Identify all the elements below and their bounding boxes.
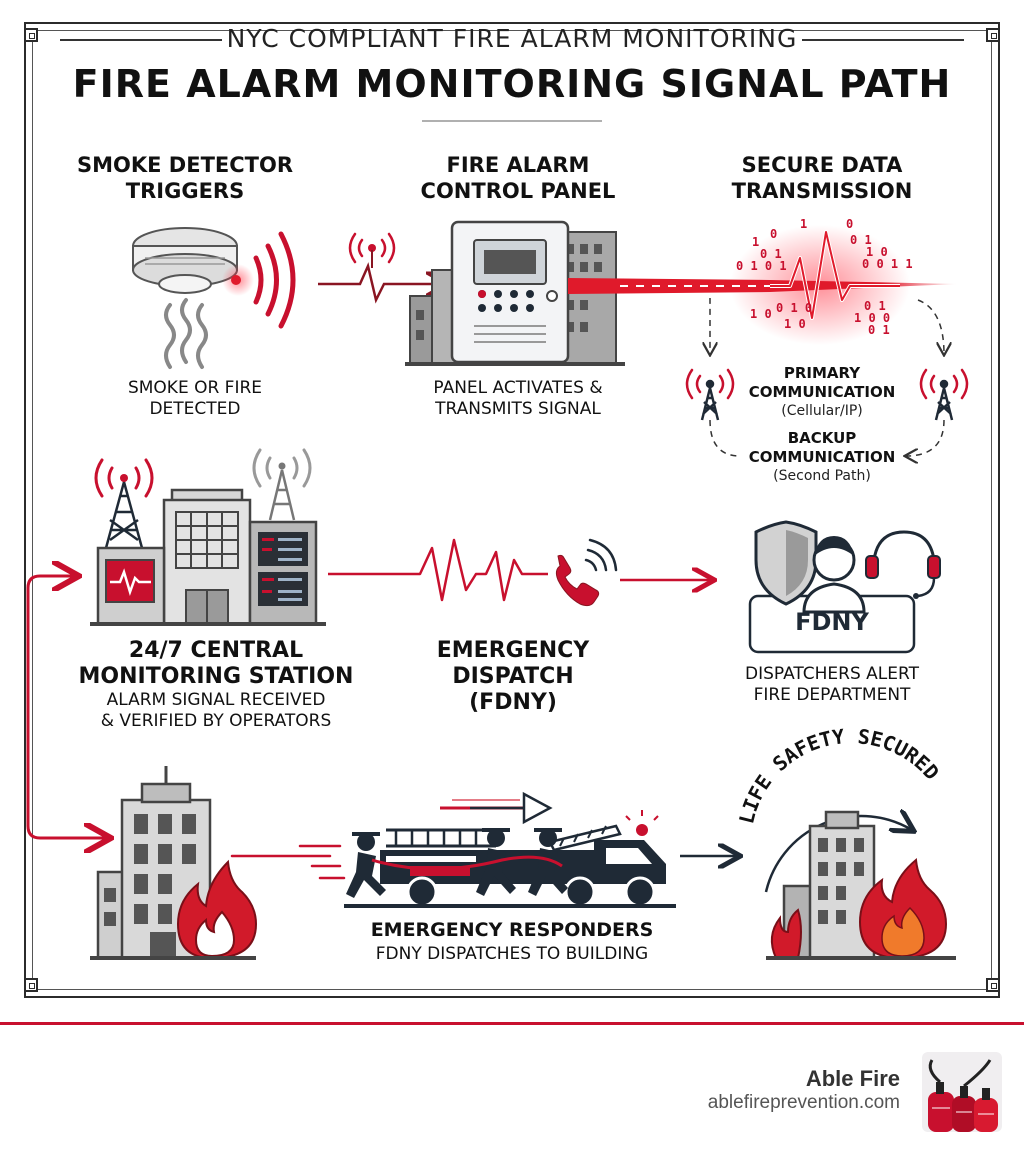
inner-frame <box>32 30 992 990</box>
responders-title: EMERGENCY RESPONDERS <box>370 919 654 941</box>
title-underline <box>422 120 602 122</box>
svg-text:0 1 0: 0 1 0 <box>776 301 812 315</box>
cell-tower-icon <box>700 379 720 421</box>
corner-ornament <box>986 28 1000 42</box>
firefighter-icon <box>528 828 568 896</box>
outer-frame <box>24 22 1000 998</box>
svg-text:1: 1 <box>800 217 807 231</box>
corner-ornament <box>24 978 38 992</box>
smoke-title-line-1: SMOKE DETECTOR <box>76 153 293 177</box>
backup-communication-label: BACKUP COMMUNICATION (Second Path) <box>742 429 902 485</box>
secured-building-icon <box>766 810 956 960</box>
motion-arrow <box>440 791 553 825</box>
dispatch-step-title: EMERGENCY DISPATCH (FDNY) <box>408 638 618 716</box>
page-title: FIRE ALARM MONITORING SIGNAL PATH <box>72 62 952 106</box>
footer-divider <box>0 1022 1024 1025</box>
svg-text:1 0: 1 0 <box>750 307 772 321</box>
cell-tower-signal-icon <box>919 368 969 400</box>
communication-paths <box>710 298 944 456</box>
signal-arrow-1 <box>318 232 446 304</box>
title-rule-left <box>60 39 222 41</box>
transmission-title-line-2: TRANSMISSION <box>731 179 913 203</box>
fdny-caption-line-2: FIRE DEPARTMENT <box>753 685 911 705</box>
station-title-line-1: 24/7 CENTRAL <box>128 638 304 663</box>
svg-text:0 1: 0 1 <box>864 299 886 313</box>
station-caption-line-2: & VERIFIED BY OPERATORS <box>100 711 332 731</box>
panel-caption-line-1: PANEL ACTIVATES & <box>433 378 603 398</box>
transmission-title-line-1: SECURE DATA <box>741 153 903 177</box>
backup-line-1: BACKUP <box>787 429 857 447</box>
firefighter-icon <box>346 832 386 898</box>
cell-tower-signal-icon <box>685 368 735 400</box>
smoke-detector-icon <box>132 227 254 296</box>
dispatch-signal-line <box>328 538 548 602</box>
station-step-title: 24/7 CENTRAL MONITORING STATION <box>66 638 366 690</box>
corner-ornament <box>24 28 38 42</box>
backup-sub: (Second Path) <box>773 468 871 484</box>
panel-caption-line-2: TRANSMITS SIGNAL <box>435 399 601 419</box>
station-step-caption: ALARM SIGNAL RECEIVED & VERIFIED BY OPER… <box>66 690 366 732</box>
panel-step-title: FIRE ALARM CONTROL PANEL <box>388 152 648 204</box>
brand-logo-image <box>922 1052 1002 1132</box>
control-panel-icon <box>405 220 625 366</box>
svg-text:0: 0 <box>770 227 777 241</box>
smoke-caption-line-2: DETECTED <box>149 399 241 419</box>
corner-ornament <box>986 978 1000 992</box>
transmission-step-title: SECURE DATA TRANSMISSION <box>700 152 944 204</box>
brand-url[interactable]: ablefireprevention.com <box>707 1092 900 1113</box>
secured-cycle-arrow <box>764 816 912 893</box>
smoke-wave-icon <box>253 231 296 329</box>
brand-name: Able Fire <box>805 1066 900 1091</box>
fire-hose <box>371 855 563 871</box>
fdny-step-caption: DISPATCHERS ALERT FIRE DEPARTMENT <box>712 664 952 706</box>
cell-tower-icon <box>934 379 954 421</box>
station-title-line-2: MONITORING STATION <box>78 664 354 689</box>
station-caption-line-1: ALARM SIGNAL RECEIVED <box>106 690 326 710</box>
panel-title-line-1: FIRE ALARM <box>446 153 590 177</box>
dispatch-title-line-3: (FDNY) <box>469 690 557 715</box>
svg-text:1 0 0: 1 0 0 <box>854 311 890 325</box>
primary-sub: (Cellular/IP) <box>781 403 863 419</box>
primary-communication-label: PRIMARY COMMUNICATION (Cellular/IP) <box>742 364 902 420</box>
supertitle: NYC COMPLIANT FIRE ALARM MONITORING <box>226 24 798 53</box>
svg-text:1: 1 <box>752 235 759 249</box>
svg-text:0 1 0 1: 0 1 0 1 <box>736 259 787 273</box>
primary-line-1: PRIMARY <box>783 364 861 382</box>
title-rule-right <box>802 39 964 41</box>
burning-building-icon <box>90 766 258 960</box>
svg-text:0 1: 0 1 <box>760 247 782 261</box>
life-safety-label: LIFE SAFETY SECURED <box>734 724 944 826</box>
backup-line-2: COMMUNICATION <box>748 448 896 466</box>
smoke-title-line-2: TRIGGERS <box>125 179 245 203</box>
fdny-caption-line-1: DISPATCHERS ALERT <box>745 664 919 684</box>
smoke-step-caption: SMOKE OR FIRE DETECTED <box>80 378 310 420</box>
responders-caption: FDNY DISPATCHES TO BUILDING <box>375 944 649 964</box>
svg-text:0 1: 0 1 <box>868 323 890 337</box>
svg-text:0: 0 <box>846 217 853 231</box>
svg-text:0 1: 0 1 <box>850 233 872 247</box>
diagram-graphics: 100 1 0 1 0 10 11 0 0 0 1 10 1 01 0 1 00… <box>26 217 969 960</box>
svg-text:1 0: 1 0 <box>866 245 888 259</box>
svg-text:0 0 1 1: 0 0 1 1 <box>862 257 913 271</box>
smoke-step-title: SMOKE DETECTOR TRIGGERS <box>60 152 310 204</box>
smoke-plume-icon <box>164 298 208 369</box>
monitoring-station-icon <box>90 448 326 626</box>
smoke-caption-line-1: SMOKE OR FIRE <box>127 378 263 398</box>
loop-arrow-left <box>26 576 96 840</box>
panel-step-caption: PANEL ACTIVATES & TRANSMITS SIGNAL <box>388 378 648 420</box>
binary-digits: 100 1 0 1 0 10 11 0 0 0 1 10 1 01 0 1 00… <box>736 217 913 337</box>
dispatch-title-line-1: EMERGENCY <box>436 638 590 663</box>
transmission-beam <box>568 225 958 345</box>
panel-title-line-2: CONTROL PANEL <box>420 179 616 203</box>
dispatch-title-line-2: DISPATCH <box>452 664 574 689</box>
primary-line-2: COMMUNICATION <box>748 383 896 401</box>
fdny-dispatcher-icon <box>748 520 941 654</box>
svg-text:1 0: 1 0 <box>784 317 806 331</box>
speed-lines <box>230 844 346 880</box>
firefighter-icon <box>476 828 516 896</box>
phone-icon <box>555 538 618 607</box>
fdny-badge: FDNY <box>795 608 869 636</box>
